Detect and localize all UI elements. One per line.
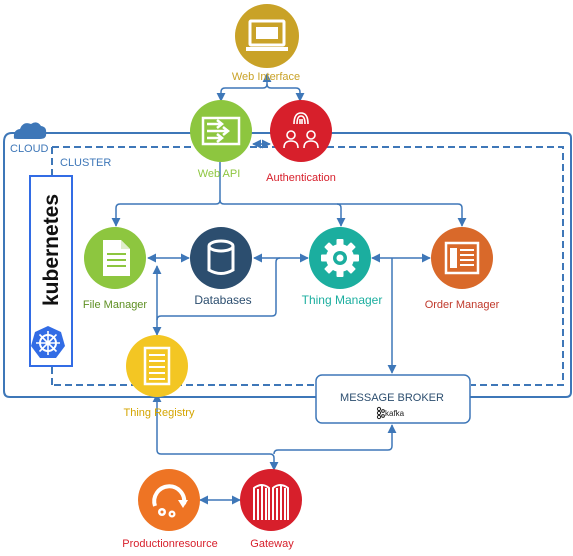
file-manager-node[interactable] [84, 227, 146, 289]
kubernetes-label: kubernetes [40, 194, 63, 306]
cloud-icon [13, 122, 47, 139]
production-resource-node[interactable] [138, 469, 200, 531]
monitor-icon [246, 19, 288, 51]
web-interface-node[interactable] [235, 4, 299, 68]
file-manager-label: File Manager [83, 299, 148, 311]
database-cylinder-icon [207, 239, 235, 275]
gateway-node[interactable] [240, 469, 302, 531]
gate-icon [253, 484, 289, 520]
cycle-gears-icon [152, 484, 188, 518]
thing-registry-label: Thing Registry [124, 407, 195, 419]
authentication-node[interactable] [270, 100, 332, 162]
kafka-label: kafka [385, 409, 405, 418]
message-broker-label: MESSAGE BROKER [340, 392, 444, 404]
databases-label: Databases [194, 293, 251, 307]
fingerprint-users-icon [283, 112, 319, 149]
order-list-icon [444, 241, 480, 275]
thing-manager-label: Thing Manager [302, 293, 383, 307]
web-api-label: Web API [198, 168, 241, 180]
cluster-label: CLUSTER [60, 157, 111, 169]
order-manager-node[interactable] [431, 227, 493, 289]
order-manager-label: Order Manager [425, 299, 500, 311]
helm-wheel-icon [31, 326, 65, 358]
server-rack-icon [143, 346, 171, 386]
databases-node[interactable] [190, 227, 252, 289]
message-broker-node[interactable] [315, 374, 471, 424]
gateway-label: Gateway [250, 538, 294, 550]
thing-registry-node[interactable] [126, 335, 188, 397]
thing-manager-node[interactable] [309, 227, 371, 289]
web-api-node[interactable] [190, 100, 252, 162]
cloud-boundary [3, 132, 572, 398]
production-resource-label: Productionresource [122, 538, 217, 550]
api-switch-icon [201, 116, 241, 146]
connectors [111, 73, 467, 505]
document-icon [103, 240, 130, 276]
web-interface-label: Web Interface [232, 71, 300, 83]
authentication-label: Authentication [266, 172, 336, 184]
cloud-label: CLOUD [10, 143, 49, 155]
kafka-logo-icon [376, 406, 385, 420]
gear-icon [321, 239, 359, 277]
